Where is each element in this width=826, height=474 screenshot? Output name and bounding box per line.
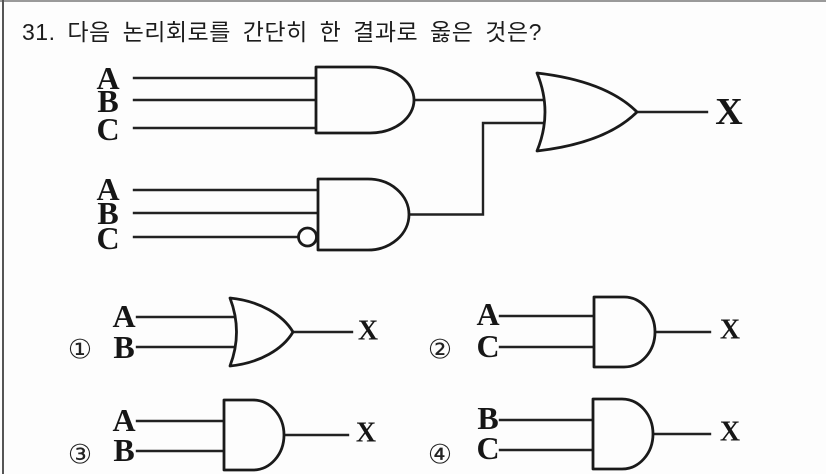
option-2: ② A C X: [428, 295, 740, 369]
option-3: ③ A B X: [68, 398, 376, 472]
option-1-output-x: X: [358, 316, 378, 347]
wire: [407, 121, 548, 216]
option-2-output-x: X: [720, 315, 740, 346]
and-gate-bottom: [316, 177, 411, 252]
question-title: 31. 다음 논리회로를 간단히 한 결과로 옳은 것은?: [22, 19, 542, 45]
option-1-input-a: A: [112, 298, 135, 334]
and-gate-option-2: [592, 295, 657, 369]
option-2-badge: ②: [428, 335, 452, 366]
or-gate-option-1: [228, 296, 295, 368]
main-circuit-wires: [132, 76, 709, 239]
input-label-a2: A: [96, 171, 119, 207]
input-label-c2: C: [96, 220, 119, 256]
option-2-input-c: C: [476, 328, 499, 364]
page-border-left: [2, 0, 4, 474]
option-4: ④ B C X: [428, 397, 740, 471]
option-1-badge: ①: [68, 335, 92, 366]
and-gate-option-4: [591, 397, 655, 471]
input-label-b2: B: [97, 195, 118, 231]
input-label-b: B: [97, 83, 118, 119]
and-gate-option-3: [222, 398, 286, 472]
input-label-a: A: [96, 60, 119, 96]
option-1: ① A B X: [68, 296, 378, 368]
option-4-badge: ④: [428, 440, 452, 471]
and-gate-top: [314, 65, 416, 135]
option-3-output-x: X: [356, 418, 376, 449]
option-1-input-b: B: [113, 329, 134, 365]
option-4-input-b: B: [477, 400, 498, 436]
input-label-c: C: [96, 111, 119, 147]
option-2-input-a: A: [476, 296, 499, 332]
option-4-input-c: C: [476, 430, 499, 466]
option-3-badge: ③: [68, 440, 92, 471]
main-circuit: A B C A B C X: [96, 60, 742, 256]
not-bubble-icon: [297, 226, 318, 248]
option-4-output-x: X: [720, 417, 740, 448]
option-3-input-a: A: [112, 402, 135, 438]
page-border-top: [0, 0, 826, 2]
or-gate-main: [535, 71, 639, 153]
option-3-input-b: B: [113, 432, 134, 468]
output-label-x: X: [715, 91, 742, 133]
